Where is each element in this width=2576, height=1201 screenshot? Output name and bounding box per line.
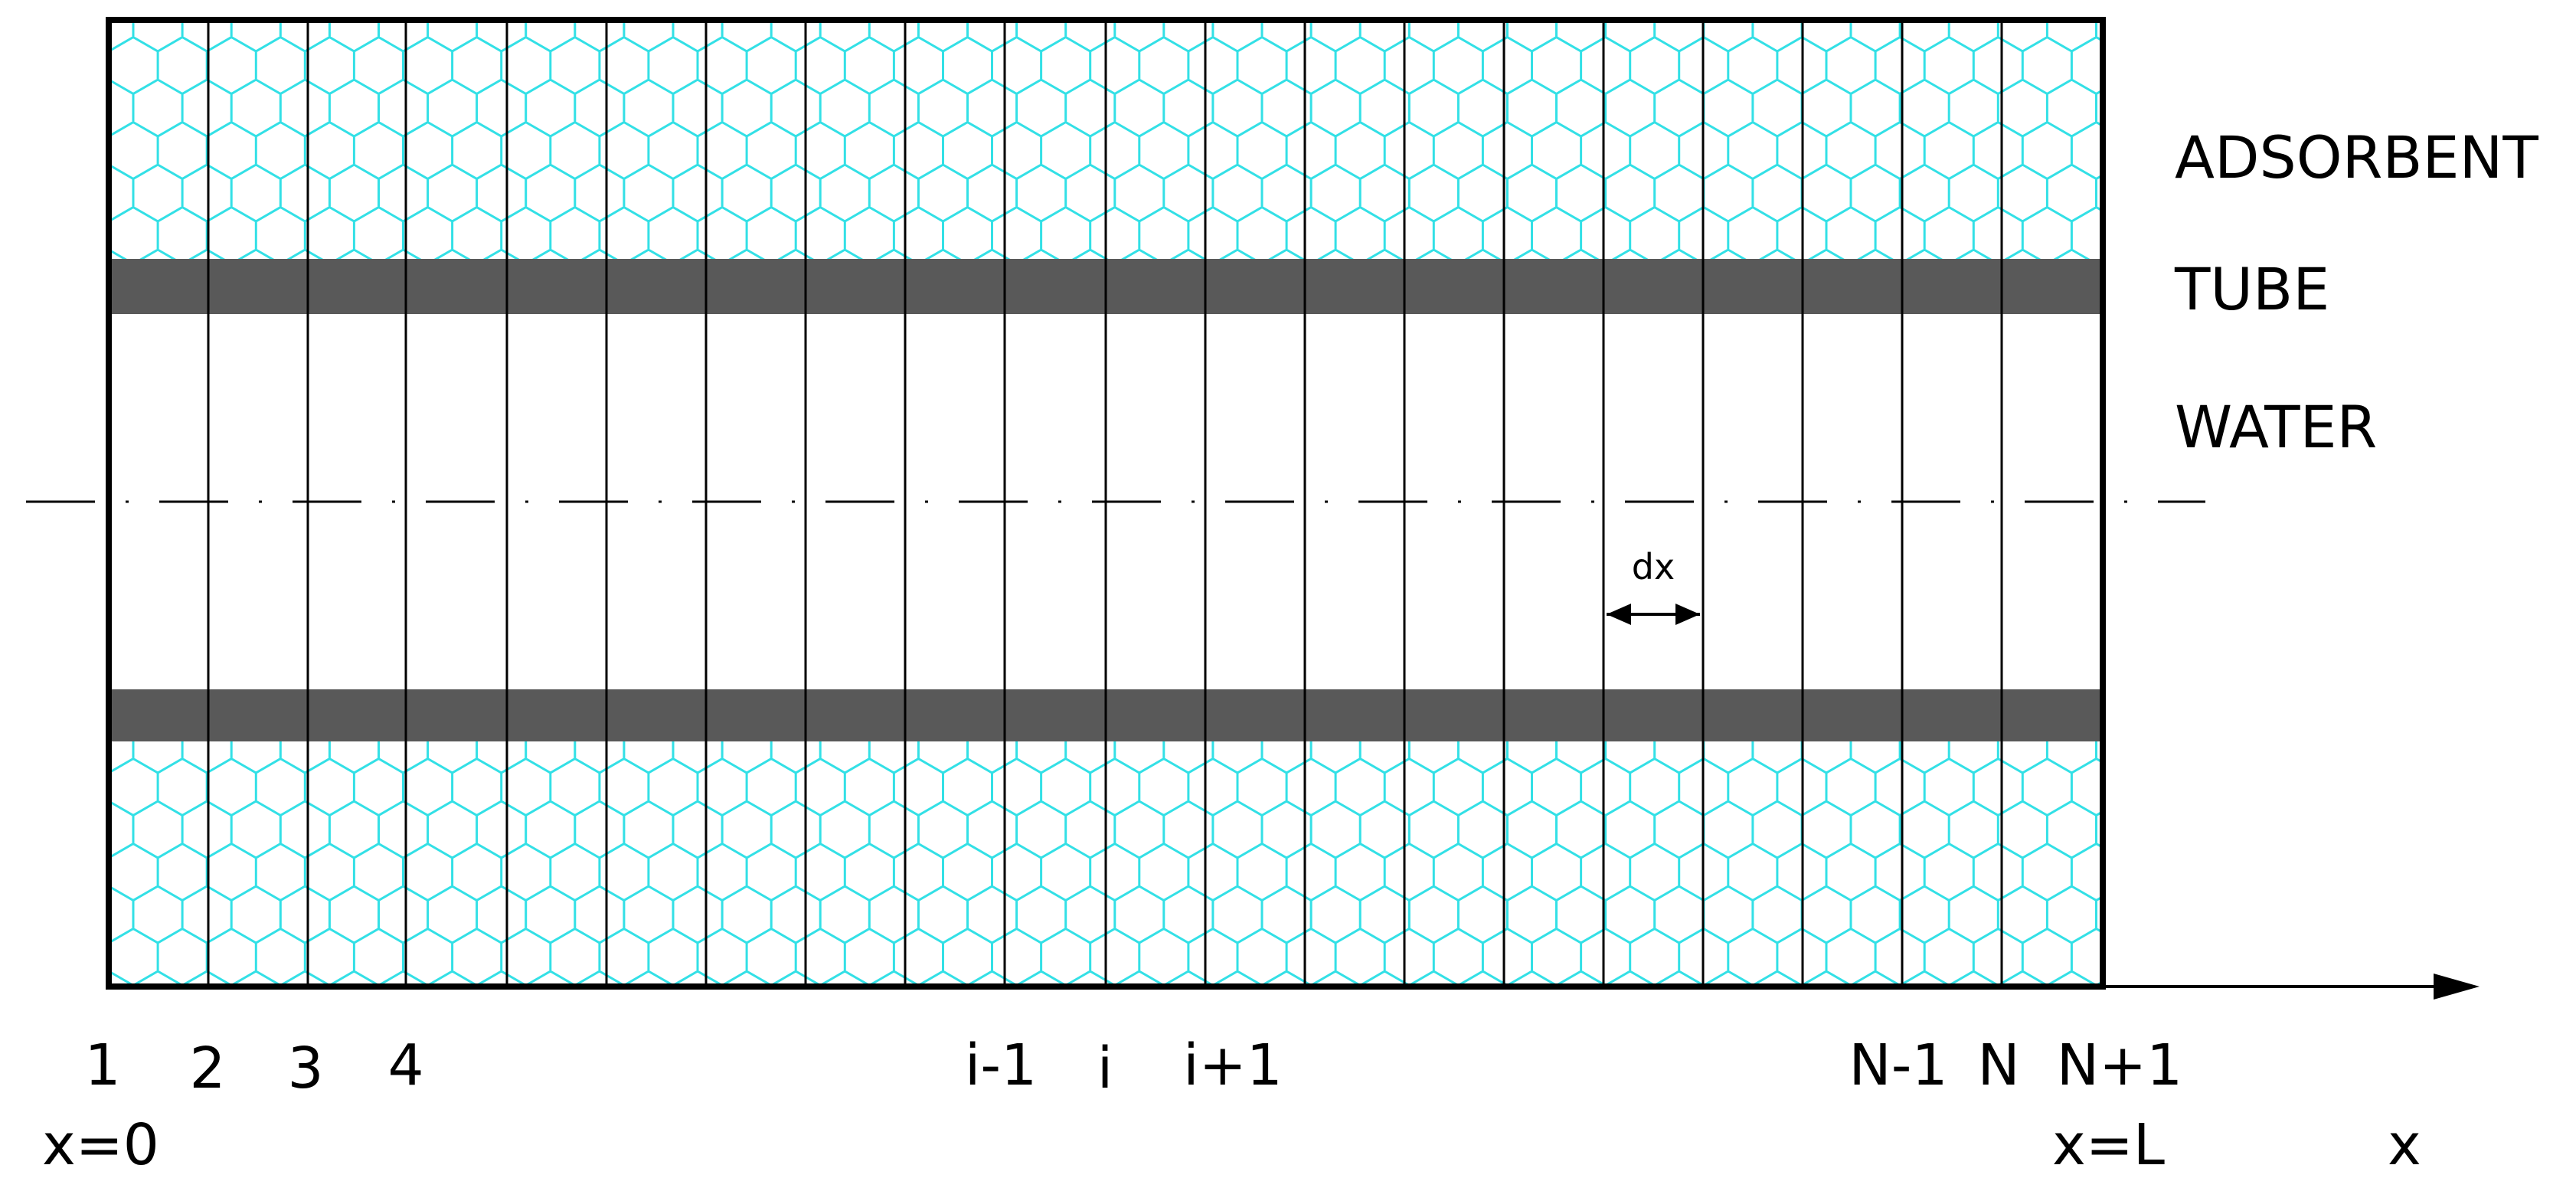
hexagon-pattern	[109, 20, 2103, 259]
node-label: i+1	[1183, 1032, 1283, 1098]
node-label: N+1	[2057, 1032, 2182, 1098]
dx-dimension: dx	[1607, 546, 1700, 625]
node-label: 4	[387, 1032, 423, 1098]
outer-frame	[106, 17, 2106, 990]
water-label: WATER	[2175, 393, 2377, 461]
node-label: N	[1977, 1032, 2019, 1098]
node-label: N-1	[1849, 1032, 1947, 1098]
boundary-label-end: x=L	[2052, 1112, 2165, 1178]
node-label: 2	[189, 1036, 225, 1101]
hexagon-pattern	[109, 741, 2103, 987]
adsorbent-layer-bottom	[109, 741, 2103, 987]
node-label: i	[1097, 1036, 1113, 1101]
segment-dividers	[207, 20, 2003, 987]
node-labels: 1 2 3 4 i-1 i i+1 N-1 N N+1	[84, 1032, 2182, 1101]
adsorbent-label: ADSORBENT	[2175, 123, 2538, 191]
node-label: 1	[84, 1032, 120, 1098]
adsorbent-layer-top	[109, 20, 2103, 259]
axis-label-x: x	[2388, 1112, 2421, 1178]
node-label: 3	[287, 1036, 323, 1101]
tube-label: TUBE	[2174, 255, 2329, 323]
dx-label: dx	[1632, 546, 1675, 587]
boundary-label-start: x=0	[42, 1112, 159, 1178]
x-axis-arrow	[2103, 974, 2480, 1000]
node-label: i-1	[965, 1032, 1037, 1098]
